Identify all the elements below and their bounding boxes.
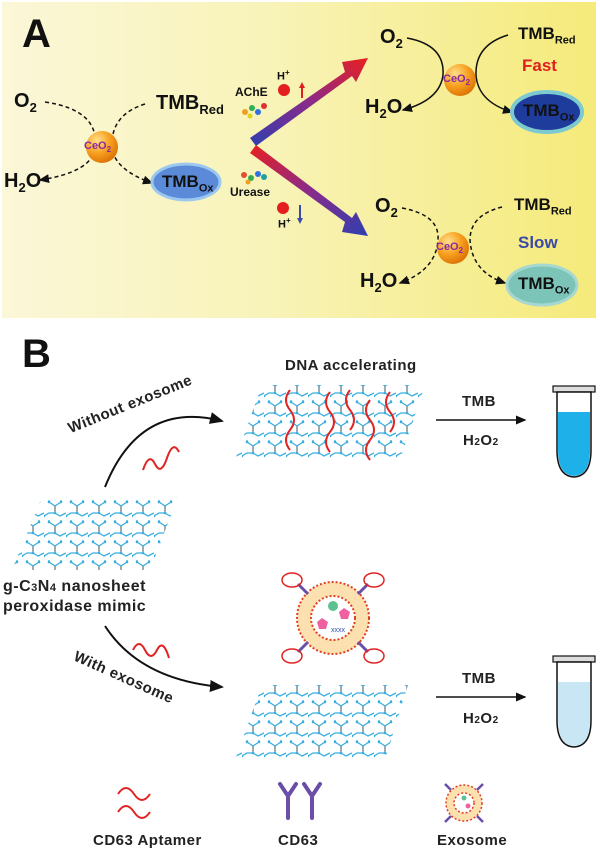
legend-label-cd63: CD63 (278, 832, 319, 849)
without-exosome-arrow (104, 412, 224, 488)
tmb-ox-label-slow: TMBOx (518, 274, 570, 297)
tmb-ox-label-left: TMBOx (162, 172, 214, 195)
slow-label: Slow (518, 233, 558, 252)
ache-label: AChE (235, 85, 268, 99)
fast-cycle (401, 34, 584, 134)
dna-accelerating-title: DNA accelerating (285, 357, 417, 374)
with-exosome-arrow (104, 625, 224, 692)
slow-branch-arrow (250, 145, 368, 236)
ceo2-label-left: CeO2 (84, 140, 112, 155)
fast-branch-arrow (250, 58, 368, 146)
tmb-ox-blob-dark (510, 90, 584, 134)
cd63-antibody-icon (278, 782, 322, 820)
fast-label: Fast (522, 56, 557, 75)
ceo2-particle (444, 64, 476, 96)
h2o-label-left: H2O (4, 170, 42, 195)
aptamer-icon (117, 787, 151, 819)
proton-label-top: H+ (277, 68, 290, 83)
legend-label-exosome: Exosome (437, 832, 508, 849)
ceo2-particle (86, 131, 118, 163)
proton-label-bottom: H+ (278, 216, 291, 231)
o2-label-fast: O2 (380, 26, 403, 51)
ache-enzyme-icon (242, 103, 267, 119)
aptamer-strand (132, 643, 170, 659)
nanosheet-left (12, 497, 178, 570)
ceo2-label-slow: CeO2 (436, 241, 464, 256)
panel-b-letter: B (22, 332, 51, 376)
ceo2-label-fast: CeO2 (443, 73, 471, 88)
aptamer-strand (142, 446, 180, 471)
proton-dot-bottom (277, 202, 289, 214)
legend-label-aptamer: CD63 Aptamer (93, 832, 202, 849)
tmb-red-label-slow: TMBRed (514, 195, 572, 218)
h2o-label-slow: H2O (360, 270, 398, 295)
reagent-h2o2-bottom: H2O2 (463, 710, 499, 727)
urease-label: Urease (230, 185, 271, 199)
o2-label-left: O2 (14, 90, 37, 115)
tmb-ox-blob-light (505, 263, 579, 307)
left-cycle (38, 101, 222, 202)
reagent-tmb-top: TMB (462, 393, 496, 410)
tube-pale (552, 655, 596, 748)
h2o-label-fast: H2O (365, 96, 403, 121)
nanosheet-label-line2: peroxidase mimic (3, 598, 147, 615)
svg-text:xxxx: xxxx (331, 627, 346, 634)
ceo2-particle (437, 232, 469, 264)
tmb-red-label-fast: TMBRed (518, 24, 576, 47)
tmb-red-label-left: TMBRed (156, 92, 224, 117)
tmb-ox-blob (150, 162, 222, 202)
nanosheet-label-line1: g-C3N4 nanosheet (3, 578, 146, 595)
tube-blue (552, 385, 596, 478)
tmb-red-to-ox-arrow (111, 103, 154, 185)
exosome-icon (444, 783, 484, 823)
exosome-with-aptamers: xxxx (281, 572, 385, 664)
slow-cycle (398, 206, 579, 307)
urease-enzyme-icon (241, 171, 267, 185)
nanosheet-bare (235, 685, 408, 760)
panel-a-letter: A (22, 12, 51, 56)
reagent-h2o2-top: H2O2 (463, 432, 499, 449)
tmb-ox-label-fast: TMBOx (523, 101, 575, 124)
nanosheet-dna-accelerating (235, 385, 425, 460)
reagent-tmb-bottom: TMB (462, 670, 496, 687)
proton-dot-top (278, 84, 290, 96)
adsorbed-aptamers (285, 389, 395, 461)
o2-label-slow: O2 (375, 195, 398, 220)
